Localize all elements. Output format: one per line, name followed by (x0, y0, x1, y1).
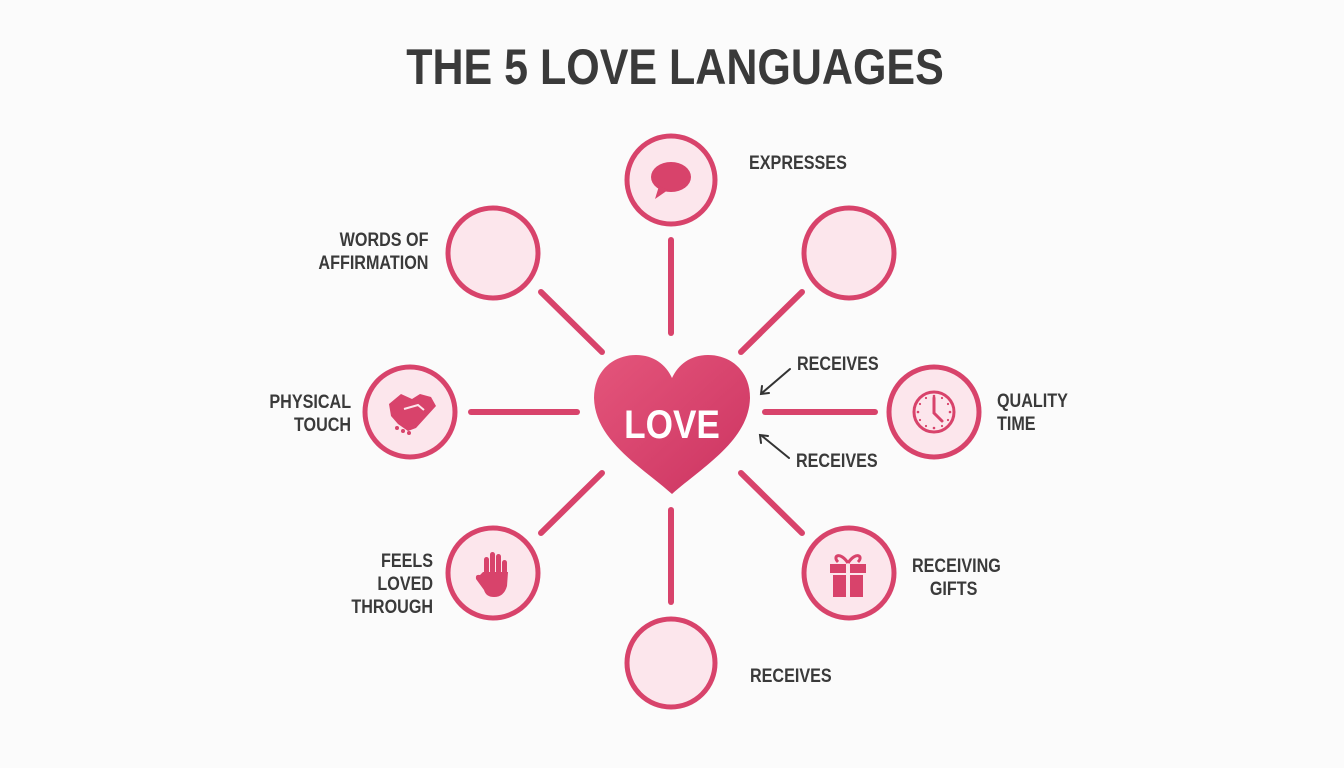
annotation-text: RECEIVES (797, 354, 879, 375)
annotation-upper: RECEIVES (797, 353, 879, 376)
label-line: QUALITY (997, 391, 1068, 412)
label-right: QUALITY TIME (997, 390, 1068, 436)
gift-icon (830, 554, 866, 597)
label-line: PHYSICAL (269, 392, 351, 413)
arrow-icon (758, 433, 790, 459)
heart-icon (594, 355, 750, 494)
connector-bottom-right (738, 470, 805, 536)
label-line: WORDS OF (339, 230, 428, 251)
center-heart[interactable]: LOVE (594, 355, 750, 494)
label-bottom-right: RECEIVING GIFTS (912, 555, 1001, 601)
arrow-icon (759, 368, 791, 396)
node-top-right[interactable] (801, 205, 897, 301)
label-line: LOVED (377, 574, 433, 595)
label-line: EXPRESSES (749, 153, 847, 174)
speech-bubble-icon (651, 162, 691, 199)
label-line: FEELS (380, 551, 433, 572)
label-line: GIFTS (929, 579, 978, 600)
node-top-left[interactable] (445, 205, 541, 301)
page-title: THE 5 LOVE LANGUAGES (406, 39, 944, 95)
clock-icon (912, 390, 956, 434)
handshake-icon (389, 394, 436, 435)
label-line: RECEIVING (912, 556, 1001, 577)
annotation-lower: RECEIVES (796, 450, 878, 473)
node-top[interactable] (624, 133, 718, 227)
node-left[interactable] (362, 364, 458, 460)
connector-lines (468, 237, 878, 605)
connector-top-right (738, 289, 805, 355)
label-line: THROUGH (351, 597, 433, 618)
label-line: AFFIRMATION (317, 253, 428, 274)
label-top: EXPRESSES (749, 152, 847, 175)
node-bottom-right[interactable] (801, 525, 897, 621)
label-bottom: RECEIVES (750, 665, 832, 688)
label-line: TOUCH (293, 415, 351, 436)
label-bottom-left: FEELS LOVED THROUGH (351, 550, 433, 619)
label-line: TIME (997, 414, 1036, 435)
connector-bottom-left (538, 470, 605, 536)
label-top-left: WORDS OF AFFIRMATION (318, 229, 428, 275)
node-right[interactable] (886, 364, 982, 460)
annotation-text: RECEIVES (796, 451, 878, 472)
label-line: RECEIVES (750, 666, 832, 687)
node-bottom[interactable] (624, 616, 718, 710)
center-label: LOVE (624, 402, 720, 447)
node-bottom-left[interactable] (445, 525, 541, 621)
hand-icon (475, 552, 508, 597)
label-left: PHYSICAL TOUCH (269, 391, 351, 437)
connector-top-left (538, 289, 605, 355)
